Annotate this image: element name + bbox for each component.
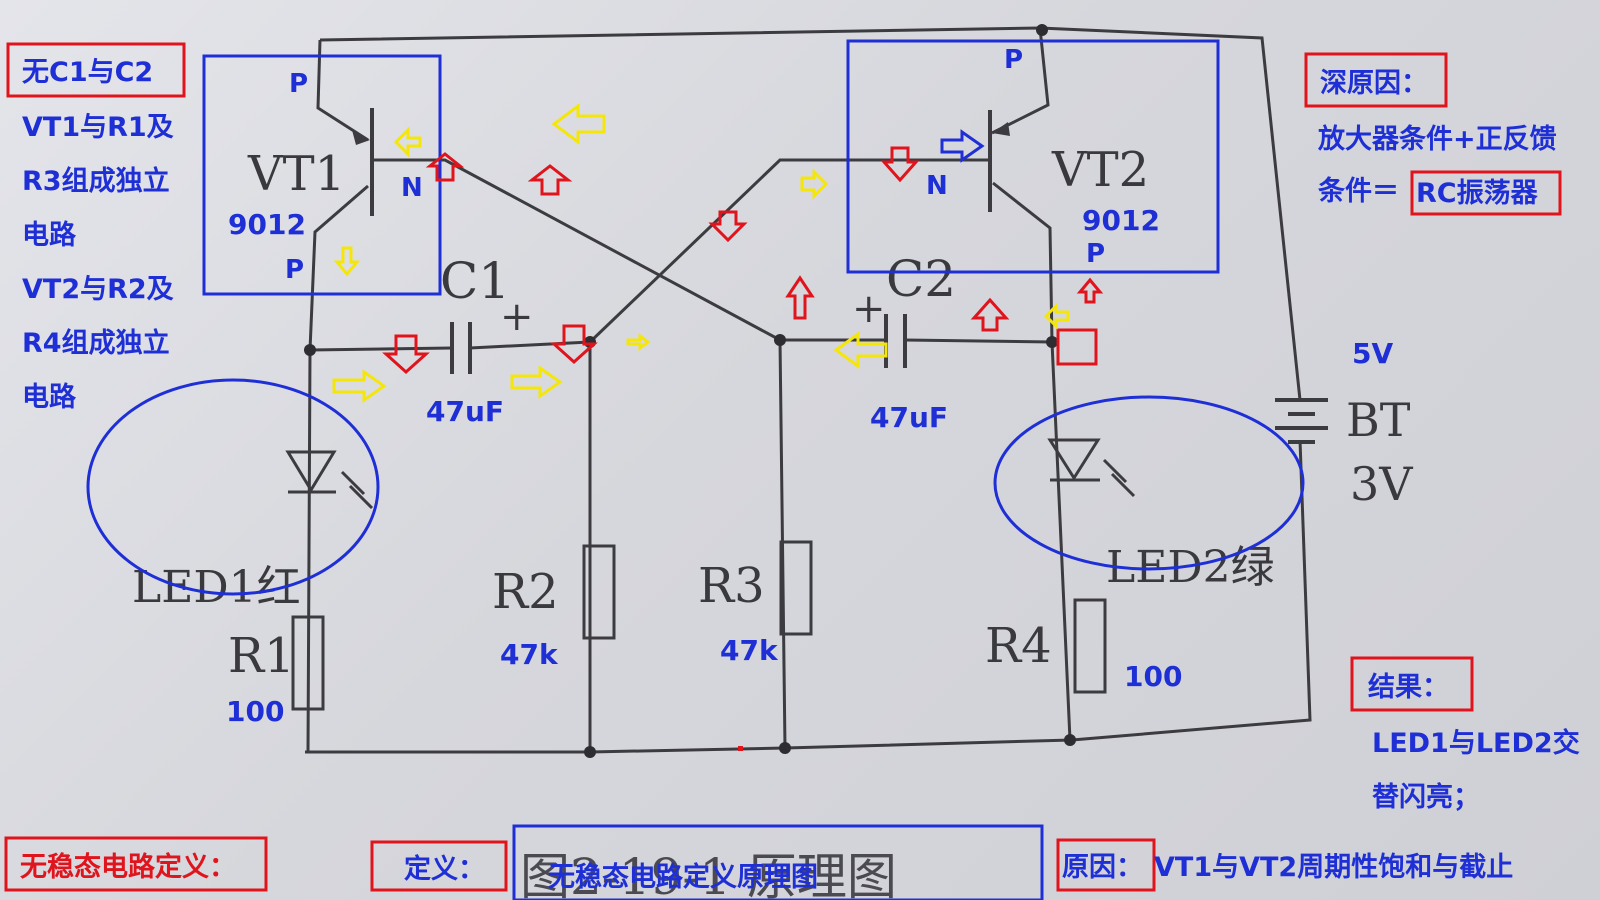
definition-title-box [4,836,268,892]
vt2-p-top: P [1004,45,1023,75]
c2-label: C2 [886,250,956,308]
result-line-1: LED1与LED2交 [1372,727,1580,759]
r2-value: 47k [500,638,559,671]
rc-oscillator-box [1410,170,1562,216]
result-label: 结果： [1368,672,1449,703]
junction-dots [304,24,1076,758]
r4-label: R4 [985,618,1052,674]
r3-label: R3 [698,558,765,614]
vt2-type: 9012 [1082,204,1160,237]
printed-caption: 图2-19-1 原理图 [520,848,897,900]
deep-cause-label: 深原因： [1320,68,1428,99]
resistor-r4 [1073,598,1107,694]
collector-node-highlight [1056,328,1098,366]
rc-oscillator: RC振荡器 [1416,178,1539,209]
c2-value: 47uF [870,401,948,434]
result-box [1350,656,1474,712]
vt1-n: N [401,173,423,203]
c1-plus: + [500,294,534,340]
definition-title: 无稳态电路定义： [20,851,236,883]
deep-cause-line-1: 放大器条件+正反馈 [1317,123,1557,155]
left-note-line-1: VT1与R1及 [22,112,174,143]
vt2-emitter-arrow [992,122,1010,136]
definition-label-box [370,840,508,892]
no-caps-note: 无C1与C2 [22,57,153,88]
red-flow-arrows [382,146,1104,375]
definition-text-box [512,824,1044,900]
left-note-line-5: R4组成独立 [22,327,170,359]
led1-highlight-ellipse [86,378,380,596]
vt1-type: 9012 [228,208,306,241]
wires [305,26,1312,754]
left-note-line-3: 电路 [22,219,77,251]
deep-cause-box [1304,52,1448,108]
left-note-line-6: 电路 [22,381,77,413]
reason-label: 原因： [1062,852,1143,883]
result-line-2: 替闪亮； [1372,781,1480,813]
r3-value: 47k [720,634,779,667]
reason-text: VT1与VT2周期性饱和与截止 [1154,852,1513,883]
resistor-r3 [779,540,813,636]
battery-symbol [1275,398,1328,444]
resistor-r1 [291,615,325,711]
battery-voltage: 3V [1350,457,1413,511]
r4-value: 100 [1124,660,1182,693]
led2-symbol [1047,438,1136,498]
vt2-highlight-box [846,39,1220,274]
yellow-flow-arrows [332,103,1070,403]
red-dot [738,746,743,751]
vt1-p-bottom: P [285,255,304,285]
vt1-highlight-box [202,54,442,296]
c1-label: C1 [440,252,510,310]
supply-note: 5V [1352,337,1393,370]
capacitor-c2 [884,314,907,368]
c2-plus: + [852,286,886,332]
vt1-label: VT1 [247,146,345,202]
definition-text: 无稳态电路定义原理图 [548,861,818,893]
definition-label: 定义： [404,853,485,885]
led2-highlight-ellipse [993,395,1305,571]
left-note-line-4: VT2与R2及 [22,274,174,305]
c1-value: 47uF [426,395,504,428]
no-caps-box [6,42,186,98]
vt2-n: N [926,171,948,201]
vt2-label: VT2 [1051,142,1149,198]
vt2-p-bottom: P [1086,239,1105,269]
blue-flow-arrow [940,129,985,163]
vt1-p-top: P [289,69,308,99]
vt1-emitter-arrow [352,130,370,145]
r1-label: R1 [228,628,295,684]
r2-label: R2 [492,564,559,620]
capacitor-c1 [450,322,472,374]
led1-label: LED1红 [132,562,301,613]
r1-value: 100 [226,695,284,728]
reason-box [1056,838,1156,892]
resistor-r2 [582,544,616,640]
battery-label: BT [1346,393,1411,447]
led1-symbol [285,450,374,510]
left-note-line-2: R3组成独立 [22,165,170,197]
deep-cause-line-2: 条件＝ [1318,176,1399,207]
